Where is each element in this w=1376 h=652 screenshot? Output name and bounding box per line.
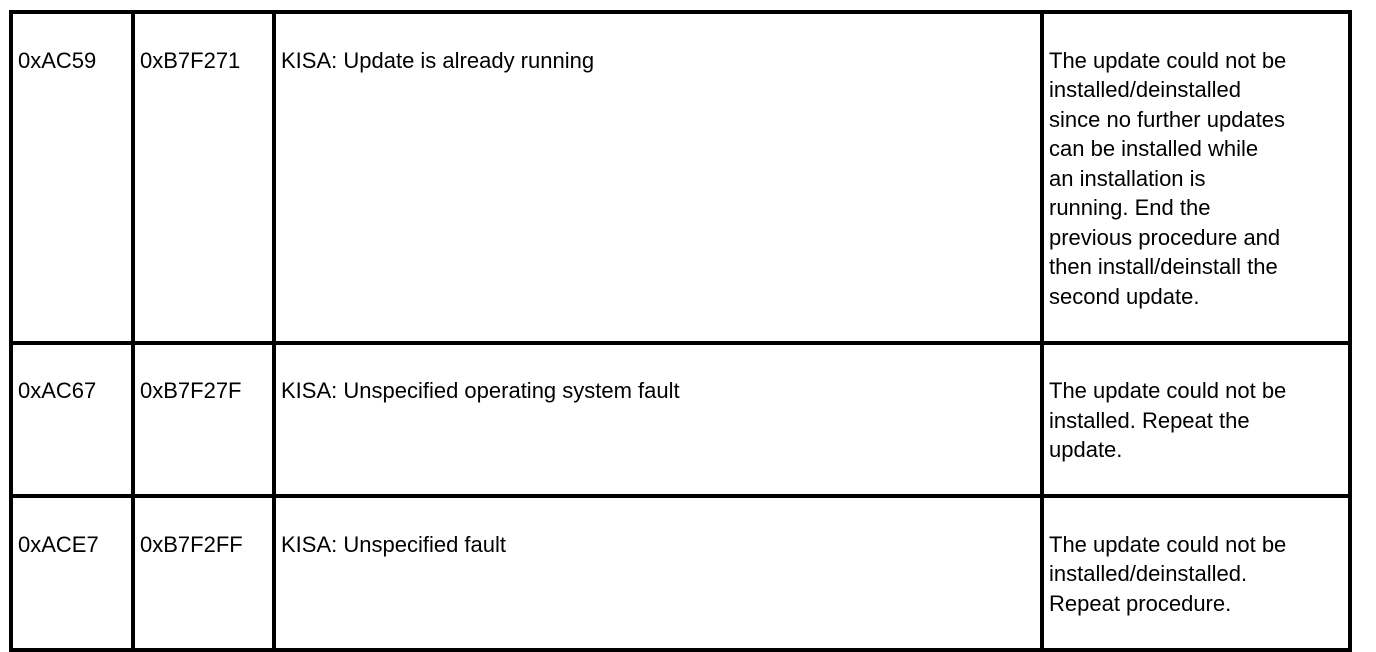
error-code-text: 0xAC59 xyxy=(18,47,97,73)
message-cell: KISA: Unspecified operating system fault xyxy=(272,340,1044,498)
message-text: KISA: Unspecified fault xyxy=(281,531,507,557)
description-text: The update could not be installed/deinst… xyxy=(1049,531,1287,616)
table-row: 0xAC59 0xB7F271 KISA: Update is already … xyxy=(9,10,1352,345)
description-text: The update could not be installed. Repea… xyxy=(1049,378,1287,462)
message-cell: KISA: Update is already running xyxy=(272,10,1044,345)
hex-code-cell: 0xB7F27F xyxy=(131,340,276,498)
description-text: The update could not be installed/deinst… xyxy=(1049,47,1287,309)
message-text: KISA: Unspecified operating system fault xyxy=(281,378,680,403)
hex-code-text: 0xB7F2FF xyxy=(140,531,243,557)
hex-code-text: 0xB7F27F xyxy=(140,378,242,403)
message-text: KISA: Update is already running xyxy=(281,47,595,73)
table-body: 0xAC59 0xB7F271 KISA: Update is already … xyxy=(9,10,1352,652)
message-cell: KISA: Unspecified fault xyxy=(272,494,1044,652)
description-cell: The update could not be installed/deinst… xyxy=(1040,494,1352,652)
error-code-text: 0xAC67 xyxy=(18,378,97,403)
error-code-cell: 0xAC67 xyxy=(9,340,135,498)
error-code-table: 0xAC59 0xB7F271 KISA: Update is already … xyxy=(9,10,1352,652)
page-root: 0xAC59 0xB7F271 KISA: Update is already … xyxy=(9,10,1352,652)
error-code-cell: 0xACE7 xyxy=(9,494,135,652)
hex-code-text: 0xB7F271 xyxy=(140,47,241,73)
table-row: 0xAC67 0xB7F27F KISA: Unspecified operat… xyxy=(9,340,1352,498)
description-cell: The update could not be installed. Repea… xyxy=(1040,340,1352,498)
hex-code-cell: 0xB7F2FF xyxy=(131,494,276,652)
table-row: 0xACE7 0xB7F2FF KISA: Unspecified fault … xyxy=(9,494,1352,652)
description-cell: The update could not be installed/deinst… xyxy=(1040,10,1352,345)
error-code-text: 0xACE7 xyxy=(18,531,99,557)
hex-code-cell: 0xB7F271 xyxy=(131,10,276,345)
error-code-cell: 0xAC59 xyxy=(9,10,135,345)
